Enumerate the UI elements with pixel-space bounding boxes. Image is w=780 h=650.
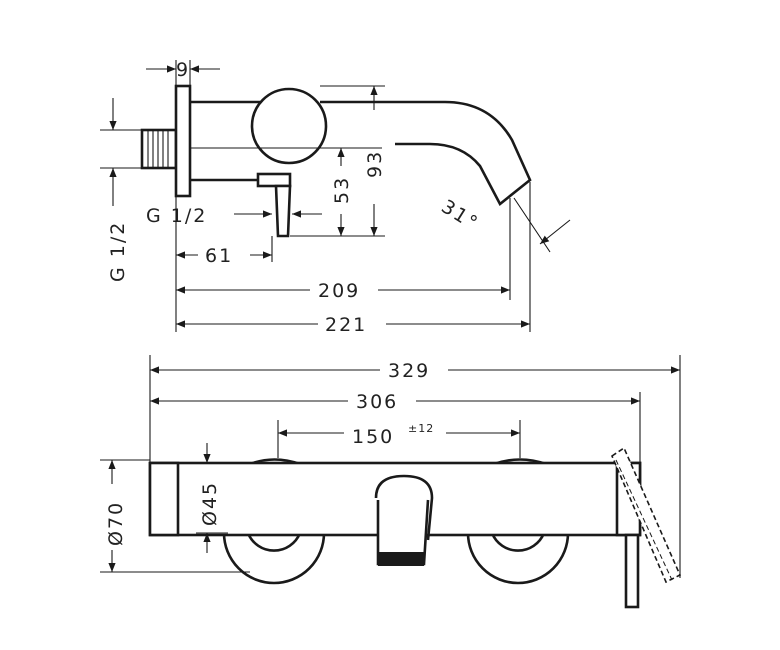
dim-61: 61: [205, 245, 233, 267]
handle-knob: [250, 87, 328, 165]
wall-flange: [174, 84, 192, 198]
side-dimensions: 9 93 53 G 1/2 G 1/2 31° 61: [100, 59, 571, 336]
spout-front: [374, 474, 434, 541]
handle-lever: [624, 533, 640, 609]
side-view: [140, 84, 532, 238]
lever-nut: [256, 172, 292, 188]
right-rosette: [466, 532, 570, 585]
dim-329: 329: [388, 360, 430, 382]
front-view: [148, 446, 682, 609]
lever: [274, 184, 292, 238]
dim-150-tolerance: ±12: [408, 422, 434, 435]
dim-209: 209: [318, 280, 360, 302]
dim-dia-45: Ø45: [199, 481, 221, 526]
dim-53: 53: [331, 176, 353, 204]
angle-31: 31°: [437, 196, 482, 236]
dim-306: 306: [356, 391, 398, 413]
thread-label-vertical: G 1/2: [107, 221, 129, 282]
dim-93: 93: [364, 150, 386, 178]
left-rosette: [222, 532, 326, 585]
dim-9: 9: [176, 59, 190, 81]
front-dimensions: 329 306 150 ±12 Ø70 Ø45: [100, 355, 681, 578]
left-end-cap: [148, 461, 180, 537]
dim-150: 150: [352, 426, 394, 448]
spout: [320, 100, 532, 206]
dim-221: 221: [325, 314, 367, 336]
dim-dia-70: Ø70: [105, 501, 127, 546]
thread-connector: [140, 128, 178, 170]
thread-label-side: G 1/2: [146, 205, 207, 227]
